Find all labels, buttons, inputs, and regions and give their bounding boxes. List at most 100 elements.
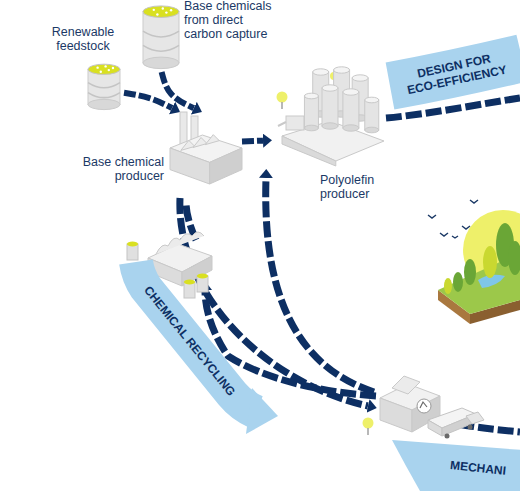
mechanical-recycling-plant	[420, 402, 427, 408]
flow-arrow	[242, 138, 263, 145]
landscape	[462, 226, 470, 229]
source-label: Base chemicals from direct carbon captur…	[140, 0, 320, 72]
source-label: Renewable feedstock	[42, 24, 124, 110]
landscape	[508, 241, 520, 275]
barrel-icon	[88, 83, 120, 88]
mechanical-recycling-plant	[468, 425, 473, 430]
barrel-icon	[104, 65, 106, 67]
mechanical-recycling-plant	[417, 399, 431, 413]
plant-icon	[343, 89, 359, 95]
plant-icon	[278, 122, 286, 126]
landscape	[428, 200, 478, 238]
plant-icon	[322, 123, 338, 129]
stage-band: MECHANI	[392, 440, 520, 491]
landscape	[444, 246, 497, 294]
landscape	[438, 262, 520, 314]
factory-icon	[210, 148, 242, 184]
factory-icon	[193, 138, 207, 148]
mechanical-recycling-plant	[428, 420, 442, 436]
plant-icon	[304, 93, 318, 99]
plant-icon	[322, 88, 338, 126]
mechanical-recycling-plant	[445, 434, 450, 439]
barrel-icon	[143, 6, 179, 69]
node-label: Base chemicals from direct carbon captur…	[184, 0, 280, 41]
landscape	[464, 259, 476, 285]
landscape	[453, 223, 520, 292]
chemical-recycling-plant	[156, 232, 204, 254]
small-tree	[367, 428, 368, 435]
factory-icon	[60, 112, 242, 196]
small-tree	[281, 102, 282, 109]
mechanical-recycling-plant	[380, 398, 412, 432]
plant-icon	[334, 67, 350, 73]
plant-icon	[278, 67, 384, 166]
plant-icon	[304, 96, 318, 128]
barrel-icon	[143, 31, 179, 37]
barrel-icon	[88, 99, 120, 109]
stage-band: CHEMICAL RECYCLING	[110, 262, 280, 437]
mechanical-recycling-plant	[466, 412, 484, 424]
factory-icon	[170, 112, 242, 184]
barrel-icon	[108, 69, 110, 71]
landscape	[444, 278, 452, 294]
flow-arrow	[124, 93, 172, 108]
barrel-icon	[88, 64, 120, 109]
factory-icon	[180, 112, 187, 144]
plant-icon	[282, 136, 336, 166]
plant-icon	[352, 75, 368, 81]
plant-icon	[286, 116, 304, 130]
barrel-icon	[88, 93, 120, 98]
landscape	[453, 272, 463, 292]
plant-icon	[365, 127, 379, 133]
band-arrow	[136, 262, 256, 412]
factory-icon	[181, 140, 195, 150]
band-arrow	[136, 262, 278, 434]
band-arrow	[246, 388, 278, 434]
barrel-icon	[162, 7, 164, 9]
producer-label: Base chemical producer	[60, 112, 242, 196]
stage-band: DESIGN FOR ECO-EFFICIENCY	[390, 14, 520, 110]
band-label: CHEMICAL RECYCLING	[140, 283, 237, 399]
landscape	[470, 200, 478, 203]
landscape	[428, 200, 520, 324]
chemical-recycling-plant	[184, 280, 195, 285]
plant-icon	[365, 97, 379, 103]
node-label: Renewable feedstock	[42, 26, 124, 54]
mechanical-recycling-plant	[392, 376, 420, 394]
plant-icon	[365, 100, 379, 130]
barrel-icon	[143, 6, 179, 18]
landscape	[440, 233, 448, 236]
factory-icon	[170, 148, 210, 184]
plant-icon	[313, 69, 329, 75]
barrel-icon	[143, 57, 179, 69]
landscape	[452, 236, 458, 238]
plant-icon	[343, 125, 359, 131]
barrel-icon	[100, 71, 102, 73]
barrel-icon	[143, 12, 179, 63]
plant-icon	[322, 85, 338, 91]
barrel-icon	[153, 9, 155, 11]
barrel-icon	[96, 66, 98, 68]
plant-icon	[304, 125, 318, 131]
small-tree	[277, 92, 288, 103]
material-loop	[266, 178, 374, 392]
barrel-icon	[112, 67, 114, 69]
chemical-recycling-plant	[127, 242, 138, 247]
flow-arrow	[162, 72, 194, 108]
factory-icon	[205, 135, 219, 145]
chemical-recycling-plant	[197, 274, 208, 279]
producer-label: Polyolefin producer	[272, 64, 390, 208]
barrel-icon	[88, 64, 120, 74]
node-label: Polyolefin producer	[320, 174, 390, 202]
node-label: Base chemical producer	[60, 156, 164, 184]
barrel-icon	[143, 45, 179, 51]
landscape	[428, 215, 436, 218]
mechanical-recycling-plant	[380, 376, 484, 439]
small-tree	[277, 72, 374, 435]
barrel-icon	[170, 9, 172, 11]
small-tree	[363, 418, 374, 429]
plant-icon	[343, 92, 359, 128]
landscape	[483, 246, 497, 278]
barrel-icon	[165, 11, 167, 13]
